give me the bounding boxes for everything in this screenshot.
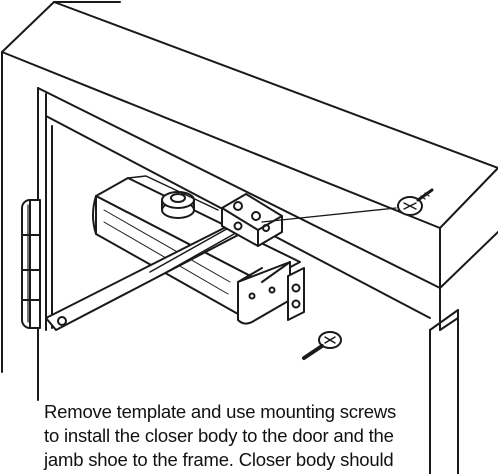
mounting-plate	[287, 267, 305, 321]
jamb-shoe	[221, 193, 283, 247]
instruction-text: Remove template and use mounting screws …	[44, 400, 424, 472]
frame-jamb-right	[429, 399, 459, 474]
screw-lower	[302, 331, 342, 360]
instruction-line-3: jamb shoe to the frame. Closer body shou…	[44, 449, 394, 470]
instruction-line-1: Remove template and use mounting screws	[44, 401, 397, 422]
hinge	[21, 199, 41, 329]
instruction-line-2: to install the closer body to the door a…	[44, 425, 394, 446]
door-leaf	[45, 119, 53, 331]
leader-line	[261, 207, 397, 223]
screw-upper	[397, 188, 434, 216]
